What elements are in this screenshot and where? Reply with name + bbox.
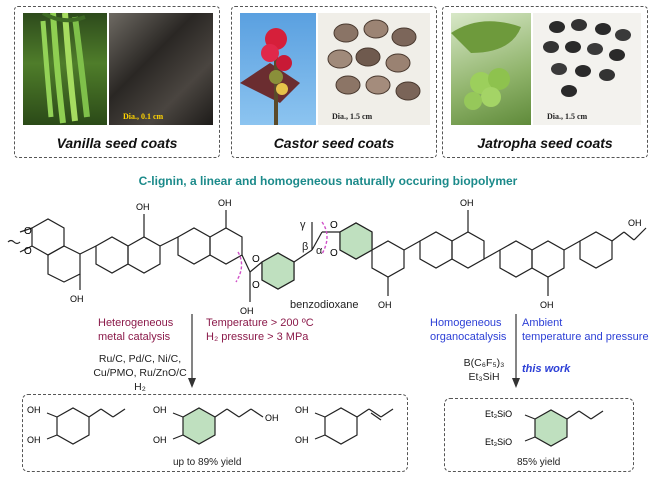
products-right-box: Et₃SiO Et₃SiO 85% yield bbox=[444, 398, 634, 472]
oh-8: OH bbox=[628, 218, 642, 228]
oh-prod-2c: OH bbox=[265, 413, 279, 423]
hetero-pressure: H₂ pressure > 3 MPa bbox=[206, 331, 309, 343]
jatropha-caption: Jatropha seed coats bbox=[477, 135, 613, 151]
ring-1 bbox=[31, 218, 65, 256]
vanilla-coat-photo: Dia., 0.1 cm bbox=[109, 13, 213, 125]
catalysts-line3: H₂ bbox=[134, 381, 146, 393]
gamma-label: γ bbox=[300, 219, 306, 231]
jatropha-seeds-photo: Dia., 1.5 cm bbox=[533, 13, 641, 125]
homo-title-line2: organocatalysis bbox=[430, 331, 507, 343]
right-yield: 85% yield bbox=[517, 457, 560, 468]
hetero-title-line2: metal catalysis bbox=[98, 331, 171, 343]
cleavage-mark-left bbox=[235, 251, 243, 283]
hetero-catalysts: Ru/C, Pd/C, Ni/C, Cu/PMO, Ru/ZnO/C H₂ bbox=[90, 352, 190, 394]
homo-temp-pressure: temperature and pressure bbox=[522, 331, 649, 343]
castor-seeds-photo: Dia., 1.5 cm bbox=[318, 13, 430, 125]
ring-o-5: O bbox=[330, 220, 338, 231]
product-silyl-ring bbox=[534, 409, 568, 447]
reagent-silane: Et₃SiH bbox=[468, 371, 500, 383]
homo-reagents: B(C₆F₅)₃ Et₃SiH bbox=[454, 356, 514, 384]
catalysts-line1: Ru/C, Pd/C, Ni/C, bbox=[98, 353, 182, 365]
oh-3: OH bbox=[218, 198, 232, 208]
oh-prod-1a: OH bbox=[27, 405, 41, 415]
left-products-drawing: OH OH OH OH OH OH OH up to 89% yield bbox=[27, 405, 394, 468]
right-product-drawing: Et₃SiO Et₃SiO 85% yield bbox=[485, 409, 604, 468]
oh-2: OH bbox=[136, 202, 150, 212]
ring-6 bbox=[419, 231, 453, 269]
oh-6: OH bbox=[460, 198, 474, 208]
jatropha-seeds-drawing bbox=[543, 19, 631, 97]
arrow-left-head bbox=[188, 378, 196, 388]
oh-5: OH bbox=[378, 300, 392, 310]
silyl-ether-2: Et₃SiO bbox=[485, 437, 512, 447]
dioxane-4 bbox=[371, 240, 405, 278]
oh-prod-1b: OH bbox=[27, 435, 41, 445]
panel-jatropha: Dia., 1.5 cm Jatropha seed coats bbox=[442, 6, 648, 158]
cleavage-mark-right bbox=[321, 221, 328, 255]
catalysts-line2: Cu/PMO, Ru/ZnO/C bbox=[93, 367, 187, 379]
ring-7 bbox=[499, 240, 533, 278]
product-propenyl-catechol-ring bbox=[324, 407, 358, 445]
this-work-label: this work bbox=[522, 363, 571, 375]
oh-4: OH bbox=[240, 306, 254, 316]
highlight-ring-left bbox=[261, 252, 295, 290]
panel-castor: Dia., 1.5 cm Castor seed coats bbox=[231, 6, 437, 158]
beta-label: β bbox=[302, 241, 308, 253]
ring-o-3: O bbox=[252, 254, 260, 265]
vanilla-pods-drawing bbox=[40, 13, 90, 124]
hetero-conditions: Temperature > 200 ºC H₂ pressure > 3 MPa bbox=[206, 316, 314, 344]
homo-title-line1: Homogeneous bbox=[430, 317, 502, 329]
hetero-temperature: Temperature > 200 ºC bbox=[206, 317, 314, 329]
castor-scale-label: Dia., 1.5 cm bbox=[332, 112, 373, 121]
castor-caption: Castor seed coats bbox=[273, 135, 395, 151]
product-propylcatechol-ring bbox=[56, 407, 90, 445]
reagent-borane: B(C₆F₅)₃ bbox=[463, 357, 505, 369]
highlight-ring-right bbox=[339, 222, 373, 260]
left-yield: up to 89% yield bbox=[173, 457, 241, 468]
dioxane-3 bbox=[209, 227, 243, 265]
jatropha-fruit-drawing bbox=[451, 21, 521, 110]
dioxane-6 bbox=[531, 240, 565, 278]
homo-title: Homogeneous organocatalysis bbox=[430, 316, 506, 344]
vanilla-caption: Vanilla seed coats bbox=[56, 135, 178, 151]
ring-o-4: O bbox=[252, 280, 260, 291]
headline: C-lignin, a linear and homogeneous natur… bbox=[138, 174, 518, 188]
oh-prod-2a: OH bbox=[153, 405, 167, 415]
hetero-title-line1: Heterogeneous bbox=[98, 317, 174, 329]
wavy-bond bbox=[7, 239, 21, 245]
ring-o-2: O bbox=[24, 246, 32, 257]
homo-conditions: Ambient temperature and pressure bbox=[522, 316, 649, 344]
castor-seeds-drawing bbox=[327, 19, 421, 101]
benzodioxane-label: benzodioxane bbox=[290, 299, 359, 311]
vanilla-pod-photo bbox=[23, 13, 107, 125]
jatropha-scale-label: Dia., 1.5 cm bbox=[547, 112, 588, 121]
panel-vanilla: Dia., 0.1 cm Vanilla seed coats bbox=[14, 6, 220, 158]
arrow-right-head bbox=[512, 378, 520, 388]
dioxane-2 bbox=[127, 236, 161, 274]
product-propanol-catechol-ring bbox=[182, 407, 216, 445]
homo-ambient: Ambient bbox=[522, 317, 563, 329]
oh-1: OH bbox=[70, 294, 84, 304]
oh-prod-2b: OH bbox=[153, 435, 167, 445]
ring-o-1: O bbox=[24, 226, 32, 237]
jatropha-fruit-photo bbox=[451, 13, 531, 125]
castor-flowers-drawing bbox=[240, 28, 300, 125]
hetero-title: Heterogeneous metal catalysis bbox=[98, 316, 173, 344]
oh-prod-3b: OH bbox=[295, 435, 309, 445]
ring-8 bbox=[579, 231, 613, 269]
oh-7: OH bbox=[540, 300, 554, 310]
dioxane-1 bbox=[47, 245, 81, 283]
castor-plant-photo bbox=[240, 13, 316, 125]
oh-prod-3a: OH bbox=[295, 405, 309, 415]
ring-o-6: O bbox=[330, 248, 338, 259]
dioxane-5 bbox=[451, 231, 485, 269]
c-lignin-structure: O O O O O O γ β α benzodioxane OH OH OH … bbox=[7, 198, 647, 316]
reaction-arrows bbox=[188, 314, 520, 388]
ring-3 bbox=[177, 227, 211, 265]
alpha-label: α bbox=[316, 245, 323, 257]
ring-2 bbox=[95, 236, 129, 274]
products-left-box: OH OH OH OH OH OH OH up to 89% yield bbox=[22, 394, 408, 472]
silyl-ether-1: Et₃SiO bbox=[485, 409, 512, 419]
vanilla-scale-label: Dia., 0.1 cm bbox=[123, 112, 164, 121]
